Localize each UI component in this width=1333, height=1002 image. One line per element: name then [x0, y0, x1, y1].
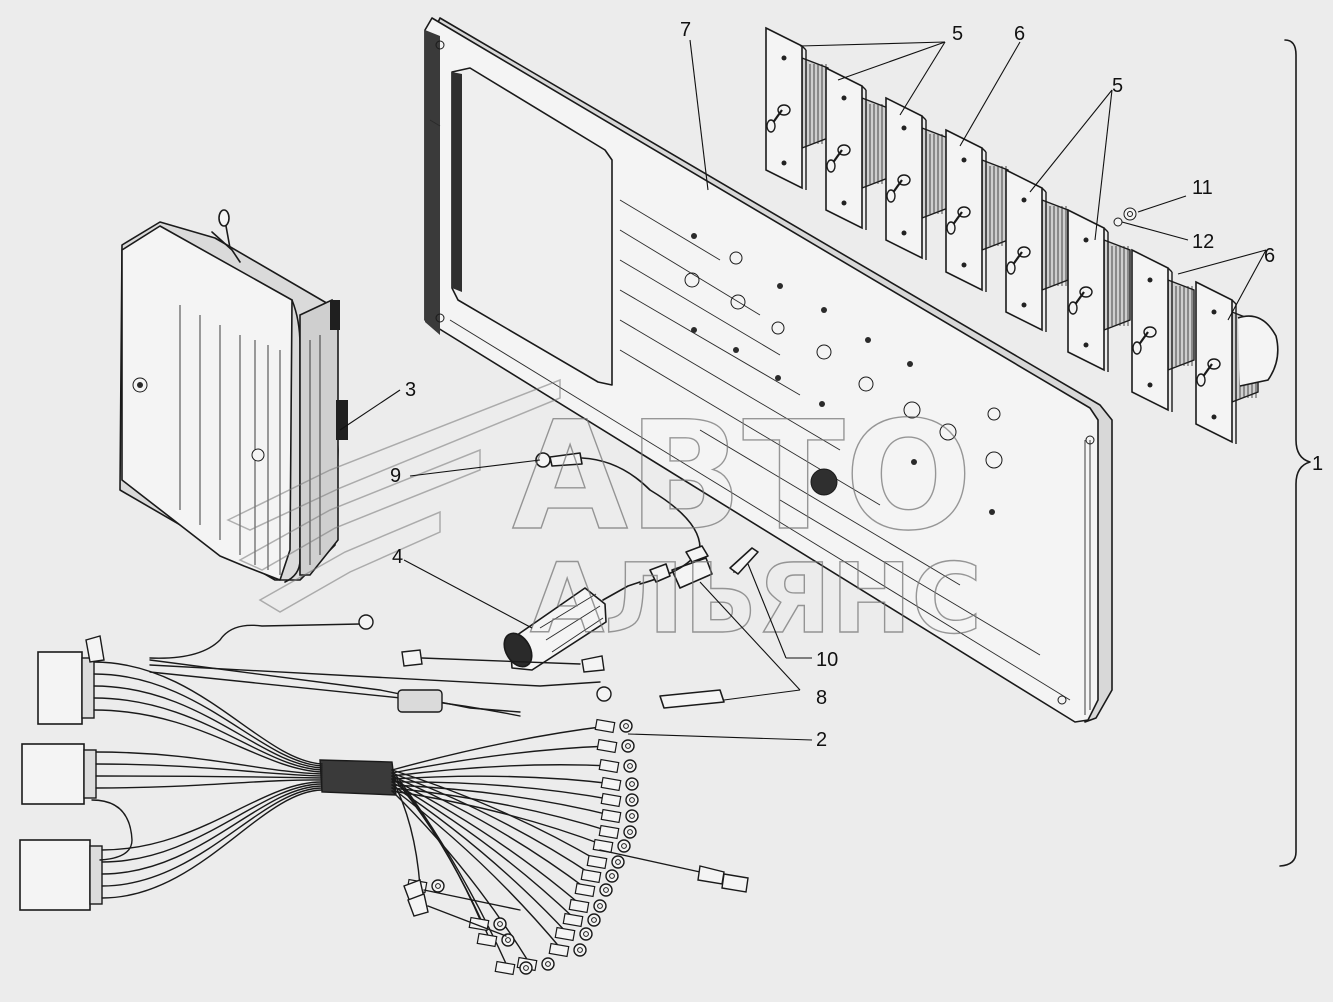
ring-terminal [391, 781, 601, 928]
lamp-socket [503, 581, 641, 671]
callouts: 1 2 3 4 5 5 6 6 7 8 9 10 11 12 [339, 19, 1323, 751]
callout-2: 2 [816, 729, 827, 751]
relay-box [119, 209, 348, 583]
switch-plate [825, 66, 889, 230]
ring-terminal [391, 778, 607, 914]
ring-terminal [391, 769, 625, 870]
switch-plate [1131, 248, 1195, 412]
ring-terminal [391, 787, 637, 840]
harness-connector [19, 839, 103, 911]
instrument-panel [424, 17, 1113, 723]
ring-terminal [391, 784, 639, 824]
ring-terminal [391, 784, 593, 942]
callout-5b: 5 [1112, 75, 1123, 97]
watermark-line2: АЛЬЯНС [530, 543, 982, 655]
switch-plate [1005, 168, 1069, 332]
callout-8: 8 [816, 687, 827, 709]
callout-1: 1 [1312, 453, 1323, 475]
callout-6a: 6 [1014, 23, 1025, 45]
callout-12: 12 [1192, 231, 1214, 253]
switch-plate [1067, 208, 1131, 372]
wire-9 [535, 452, 709, 585]
fuse-holder [659, 557, 725, 709]
callout-5a: 5 [952, 23, 963, 45]
harness-connector [37, 651, 95, 725]
callout-11: 11 [1192, 177, 1213, 199]
ring-terminal [391, 781, 639, 808]
callout-6b: 6 [1264, 245, 1275, 267]
callout-10: 10 [816, 649, 838, 671]
ring-terminal [391, 738, 635, 774]
ring-terminal [391, 758, 637, 777]
harness-sleeve [319, 759, 397, 796]
wiring-harness [19, 614, 749, 976]
ring-terminal [391, 772, 619, 884]
ring-terminal [391, 790, 631, 854]
panel-hatching [429, 119, 1091, 715]
ring-terminal [391, 775, 639, 792]
callout-4: 4 [392, 546, 403, 568]
washers [1113, 207, 1137, 227]
switch-plate [885, 96, 949, 260]
switch-row [765, 26, 1279, 444]
panel-holes [435, 40, 1095, 705]
watermark-line1: АВТО [512, 390, 972, 564]
callout-9: 9 [390, 465, 401, 487]
ring-terminal [391, 718, 633, 771]
watermark: АВТО АЛЬЯНС [226, 378, 983, 656]
callout-3: 3 [405, 379, 416, 401]
callout-7: 7 [680, 19, 691, 41]
ring-terminal [391, 775, 613, 898]
harness-connector [21, 743, 97, 805]
switch-plate [765, 26, 829, 190]
assembly-bracket [1279, 39, 1311, 867]
screw [729, 547, 759, 575]
switch-plate [945, 128, 1009, 292]
